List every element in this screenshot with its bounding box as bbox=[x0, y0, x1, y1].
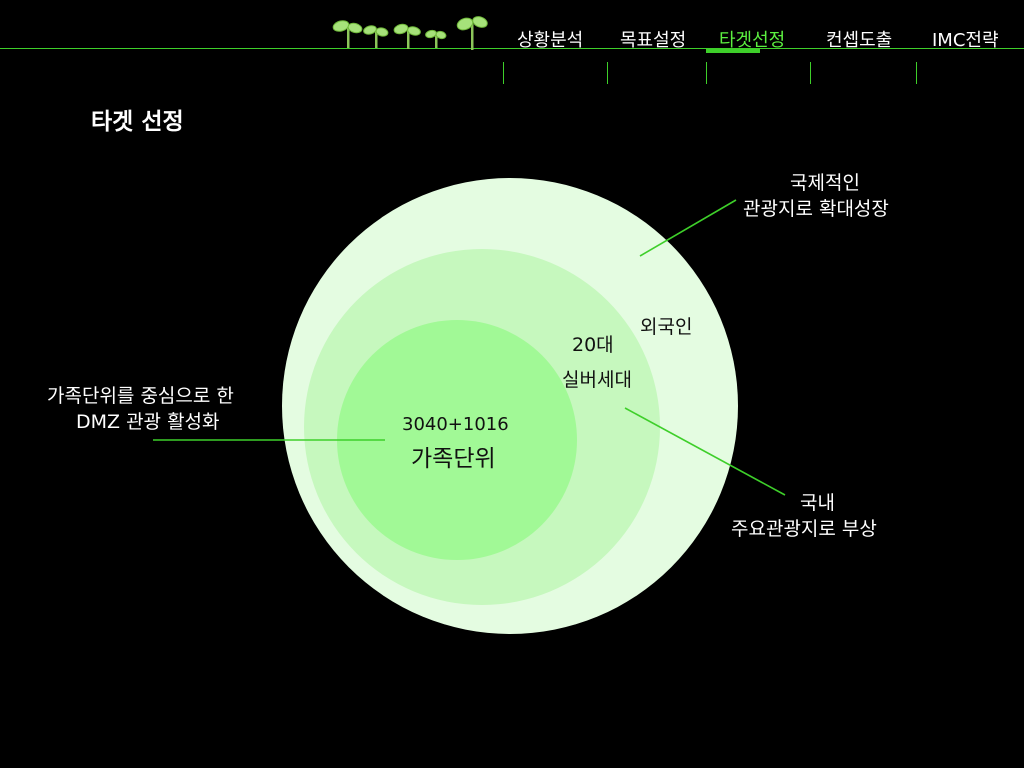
sprout-icon bbox=[332, 20, 363, 48]
sprout-icon bbox=[393, 23, 421, 49]
middle-circle-label-line2: 실버세대 bbox=[562, 369, 632, 391]
callout-family-line1: 가족단위를 중심으로 한 bbox=[47, 385, 234, 407]
middle-circle-label-line1: 20대 bbox=[572, 334, 614, 356]
page-title: 타겟 선정 bbox=[91, 109, 184, 135]
nav-separator bbox=[706, 62, 707, 84]
inner-circle-label-line1: 3040+1016 bbox=[402, 414, 509, 435]
sprout-icon bbox=[425, 29, 447, 48]
header-rule bbox=[0, 48, 1024, 49]
callout-domestic-line2: 주요관광지로 부상 bbox=[731, 518, 877, 540]
top-navigation: 상황분석 목표설정 타겟선정 컨셉도출 IMC전략 bbox=[0, 26, 1024, 84]
nav-separator bbox=[810, 62, 811, 84]
callout-international-line2: 관광지로 확대성장 bbox=[743, 198, 889, 220]
nav-item-situation-analysis[interactable]: 상황분석 bbox=[517, 30, 584, 51]
nav-separator bbox=[916, 62, 917, 84]
nav-item-goal-setting[interactable]: 목표설정 bbox=[620, 30, 687, 51]
active-nav-indicator bbox=[706, 49, 760, 53]
callout-domestic-line1: 국내 bbox=[800, 492, 835, 514]
sprout-icon bbox=[456, 16, 488, 50]
callout-line-international bbox=[639, 199, 737, 257]
inner-circle bbox=[337, 320, 577, 560]
nav-item-concept-derivation[interactable]: 컨셉도출 bbox=[826, 30, 893, 51]
nav-item-target-selection[interactable]: 타겟선정 bbox=[719, 30, 786, 51]
nav-separator bbox=[607, 62, 608, 84]
inner-circle-label-line2: 가족단위 bbox=[411, 446, 496, 472]
sprout-decoration bbox=[332, 16, 488, 50]
callout-family-line2: DMZ 관광 활성화 bbox=[76, 411, 220, 433]
callout-international-line1: 국제적인 bbox=[790, 172, 860, 194]
nav-item-imc-strategy[interactable]: IMC전략 bbox=[932, 30, 999, 51]
nav-separator bbox=[503, 62, 504, 84]
outer-circle-label: 외국인 bbox=[640, 316, 693, 338]
sprout-icon bbox=[363, 25, 389, 48]
callout-line-domestic bbox=[624, 407, 786, 496]
